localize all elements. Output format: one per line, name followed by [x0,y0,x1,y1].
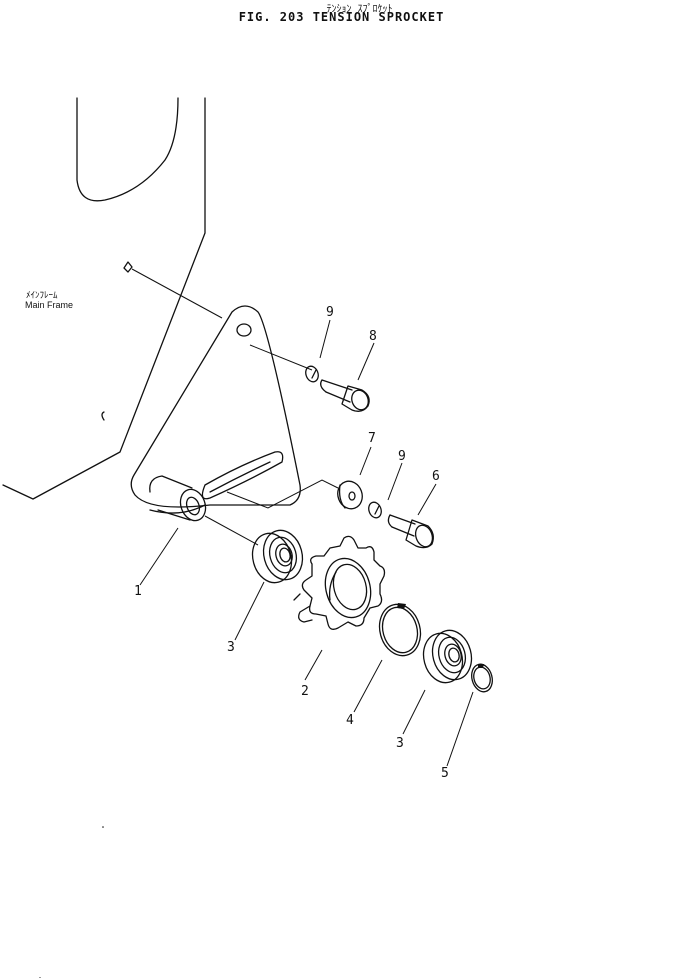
callout-3-right: 3 [396,736,404,751]
bearing-right [422,629,473,684]
spring-washer-upper [305,365,319,383]
sprocket [293,535,386,630]
bolt-lower [387,514,434,549]
callout-8: 8 [369,329,377,344]
callout-7: 7 [368,431,376,446]
figure-title: FIG. 203 TENSION SPROCKET [238,10,445,24]
bolt-upper [320,379,370,412]
snap-ring-small [471,663,493,693]
tension-shaft [149,475,207,522]
bearing-left [251,529,304,584]
callout-1: 1 [134,584,142,599]
callout-5: 5 [441,766,449,781]
main-frame-label-jp: ﾒｲﾝﾌﾚｰﾑ [26,290,58,300]
figure-title-japanese: ﾃﾝｼｮﾝ ｽﾌﾟﾛｹｯﾄ [326,4,393,15]
callout-2: 2 [301,684,309,699]
callout-3-left: 3 [227,640,235,655]
spring-washer-lower [368,501,382,519]
bracket-plate [130,305,301,514]
callout-6: 6 [432,469,440,484]
main-frame-label-en: Main Frame [25,300,74,310]
callout-9-lower: 9 [398,449,406,464]
snap-ring-large [378,603,422,657]
flat-washer [337,480,363,510]
callout-9-upper: 9 [326,305,334,320]
leader-lines [131,268,474,767]
callout-4: 4 [346,713,354,728]
main-frame [2,97,206,500]
